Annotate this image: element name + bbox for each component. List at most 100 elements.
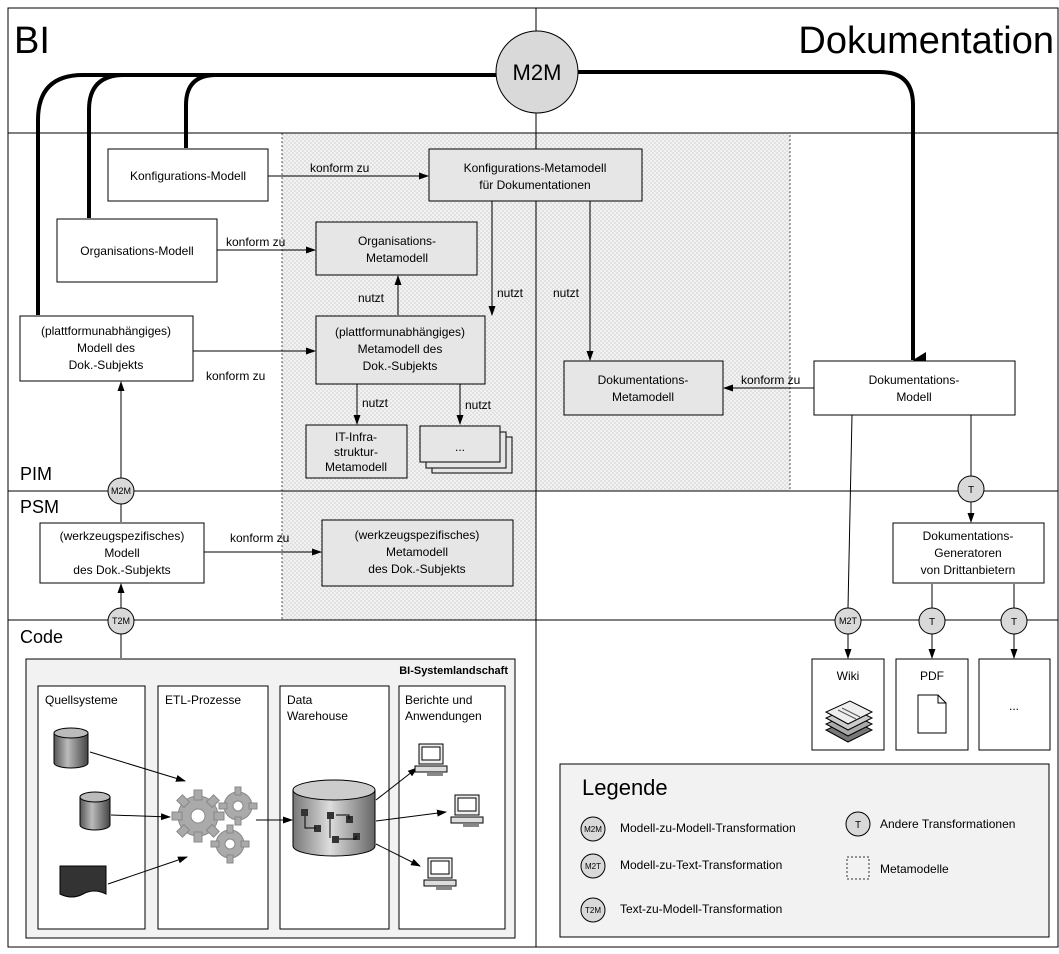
m2m-link-org-modell [87, 73, 125, 218]
label-nutzt-ellipsis: nutzt [465, 398, 492, 412]
label-nutzt-org: nutzt [358, 291, 385, 305]
legend-t-badge [845, 811, 871, 837]
flow-dwh-report1 [375, 767, 418, 801]
legend-t-label: Andere Transformationen [880, 817, 1015, 831]
legend-box [559, 763, 1050, 938]
source-database-icon-2 [79, 791, 111, 831]
legend-metamodel-swatch [846, 856, 870, 880]
ws-meta-line2: Metamodell [386, 545, 448, 559]
organisations-metamodell-line2: Metamodell [366, 251, 428, 265]
legend-title: Legende [582, 775, 668, 800]
generatoren-line1: Dokumentations- [923, 529, 1014, 543]
layer-label-code: Code [20, 627, 63, 647]
ellipsis-stack-label: ... [455, 440, 465, 454]
dokumentations-metamodell-box [563, 360, 724, 416]
konfigurations-metamodell-box [428, 148, 643, 202]
dok-meta-line1: Dokumentations- [598, 373, 689, 387]
m2m-center-badge [495, 30, 579, 114]
label-org-konform: konform zu [226, 235, 285, 249]
label-nutzt-konfig: nutzt [497, 286, 524, 300]
source-document-icon [59, 865, 107, 898]
pdf-label: PDF [920, 669, 944, 683]
flow-src2-etl [110, 813, 171, 821]
organisations-metamodell-box [315, 221, 478, 276]
ws-modell-line1: (werkzeugspezifisches) [60, 529, 185, 543]
column-label-etl: ETL-Prozesse [165, 693, 241, 707]
pu-modell-box [19, 315, 194, 382]
ws-modell-line2: Modell [104, 546, 139, 560]
column-label-dwh-1: Data [287, 693, 313, 707]
more-outputs-label: ... [1009, 699, 1019, 713]
label-ws-konform: konform zu [230, 531, 289, 545]
legend-m2t-badge-label: M2T [585, 862, 601, 871]
konfigurations-metamodell-line1: Konfigurations-Metamodell [464, 161, 607, 175]
source-database-icon-1 [53, 727, 89, 769]
konfigurations-metamodell-line2: für Dokumentationen [479, 178, 590, 192]
bi-title: BI [14, 20, 50, 62]
m2m-link-pu-modell [36, 73, 497, 315]
pu-modell-line1: (plattformunabhängiges) [41, 324, 171, 338]
pu-metamodell-line2: Metamodell des [358, 342, 443, 356]
m2m-link-konfig-modell [184, 73, 217, 148]
m2m-small-badge [107, 477, 135, 505]
document-stack-icon [824, 700, 874, 743]
flow-src1-etl [89, 751, 186, 782]
dok-modell-line2: Modell [896, 390, 931, 404]
it-meta-line2: struktur- [334, 445, 378, 459]
label-konfig-konform: konform zu [310, 161, 369, 175]
etl-gears-icon [171, 786, 258, 864]
flow-src3-etl [107, 856, 188, 885]
computer-icon-1 [414, 743, 448, 776]
pdf-page-icon [917, 694, 947, 734]
legend-t2m-badge [580, 897, 606, 923]
organisations-metamodell-line1: Organisations- [358, 234, 436, 248]
konfigurations-modell-label: Konfigurations-Modell [130, 169, 246, 183]
legend-t-badge-label: T [855, 820, 861, 831]
ws-meta-line1: (werkzeugspezifisches) [355, 528, 480, 542]
label-nutzt-it: nutzt [362, 396, 389, 410]
organisations-modell-box [56, 218, 218, 283]
dok-meta-line2: Metamodell [612, 390, 674, 404]
label-nutzt-dok: nutzt [553, 286, 580, 300]
generatoren-line2: Generatoren [934, 546, 1001, 560]
t-badge-more-label: T [1011, 617, 1017, 628]
data-warehouse-icon [292, 779, 376, 857]
layer-label-pim: PIM [20, 464, 52, 484]
pu-modell-line3: Dok.-Subjekts [69, 358, 144, 372]
ws-modell-line3: des Dok.-Subjekts [73, 563, 170, 577]
pu-metamodell-box [315, 315, 486, 385]
label-pu-konform: konform zu [206, 369, 265, 383]
m2m-link-dok-modell [576, 70, 926, 368]
m2m-center-badge-label: M2M [513, 60, 562, 85]
label-dok-konform: konform zu [741, 373, 800, 387]
organisations-modell-label: Organisations-Modell [80, 244, 193, 258]
pu-metamodell-line3: Dok.-Subjekts [363, 359, 438, 373]
t-badge-generatoren-label: T [968, 485, 974, 496]
link-dok-to-m2t [847, 414, 853, 609]
it-meta-line3: Metamodell [325, 460, 387, 474]
column-label-quellsysteme: Quellsysteme [45, 693, 118, 707]
konfigurations-modell-box [107, 148, 269, 202]
dokumentations-modell-box [813, 360, 1016, 416]
more-outputs-box [978, 658, 1051, 751]
it-meta-line1: IT-Infra- [335, 430, 377, 444]
legend-t2m-label: Text-zu-Modell-Transformation [620, 902, 782, 916]
legend-m2m-badge-label: M2M [584, 825, 602, 834]
t2m-small-badge [107, 607, 135, 635]
dok-modell-line1: Dokumentations- [869, 373, 960, 387]
ws-modell-box [39, 522, 205, 584]
legend-metamodel-label: Metamodelle [880, 862, 949, 876]
flow-dwh-report3 [375, 843, 421, 867]
pu-metamodell-line1: (plattformunabhängiges) [335, 325, 465, 339]
ellipsis-metamodel-stack [419, 425, 513, 474]
systemlandschaft-title: BI-Systemlandschaft [399, 665, 508, 677]
t2m-small-badge-label: T2M [112, 616, 130, 626]
t-badge-pdf-label: T [929, 617, 935, 628]
m2t-badge-label: M2T [839, 616, 858, 626]
flow-dwh-report2 [375, 809, 447, 822]
pu-modell-line2: Modell des [77, 341, 135, 355]
computer-icon-2 [450, 794, 484, 827]
ws-meta-line3: des Dok.-Subjekts [368, 562, 465, 576]
computer-icon-3 [423, 857, 457, 890]
